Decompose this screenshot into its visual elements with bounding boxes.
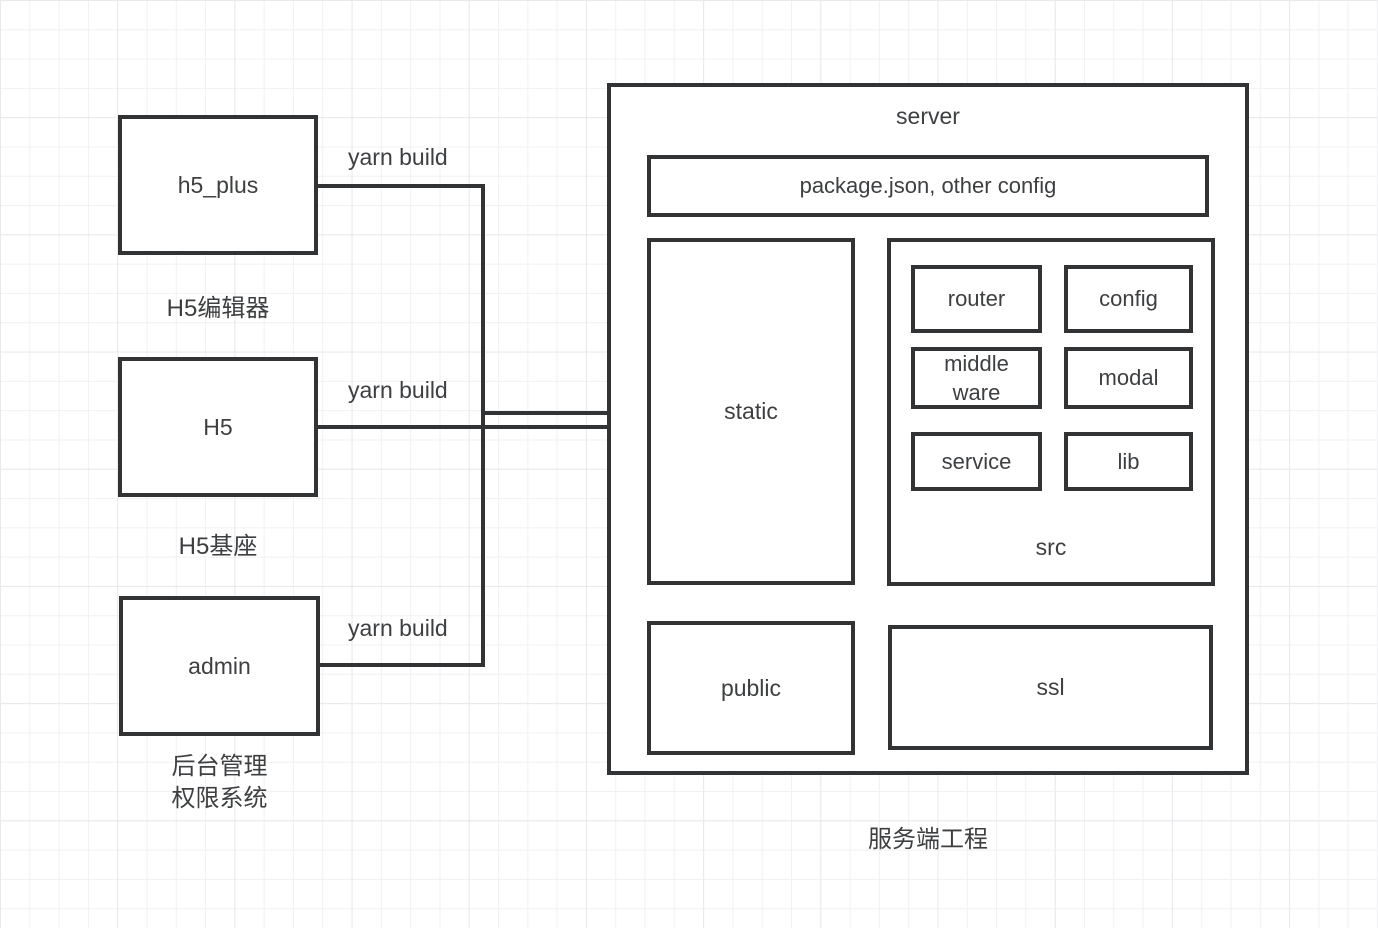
node-admin-caption-line2: 权限系统 bbox=[171, 785, 268, 812]
module-middleware-label: middle ware bbox=[944, 351, 1009, 405]
node-h5: H5 bbox=[118, 357, 318, 497]
edge-admin-horizontal bbox=[320, 663, 485, 667]
edge-label-h5-plus: yarn build bbox=[348, 144, 448, 170]
module-modal: modal bbox=[1064, 347, 1193, 409]
public-box: public bbox=[647, 621, 855, 755]
server-caption: 服务端工程 bbox=[868, 826, 988, 853]
public-label: public bbox=[720, 674, 782, 701]
node-admin-caption-line1: 后台管理 bbox=[171, 753, 268, 780]
module-service-label: service bbox=[941, 448, 1012, 474]
node-admin-label: admin bbox=[188, 652, 251, 679]
edge-branch-to-static bbox=[483, 411, 624, 415]
module-router: router bbox=[911, 265, 1042, 333]
node-h5-plus-label: h5_plus bbox=[177, 171, 259, 198]
module-middleware: middle ware bbox=[911, 347, 1042, 409]
node-h5-plus: h5_plus bbox=[118, 115, 318, 255]
module-modal-label: modal bbox=[1098, 365, 1159, 390]
config-bar-box: package.json, other config bbox=[647, 155, 1209, 217]
node-admin: admin bbox=[119, 596, 320, 736]
src-label: src bbox=[1035, 534, 1067, 560]
edge-label-admin: yarn build bbox=[348, 615, 448, 641]
edge-label-h5: yarn build bbox=[348, 377, 448, 403]
ssl-box: ssl bbox=[888, 625, 1213, 750]
module-lib-label: lib bbox=[1117, 448, 1140, 474]
node-h5-caption: H5基座 bbox=[178, 533, 258, 560]
ssl-label: ssl bbox=[1036, 674, 1065, 700]
config-bar-label: package.json, other config bbox=[799, 173, 1057, 198]
node-h5-plus-caption: H5编辑器 bbox=[166, 295, 270, 322]
module-config: config bbox=[1064, 265, 1193, 333]
server-title: server bbox=[896, 103, 960, 129]
node-h5-label: H5 bbox=[203, 413, 233, 440]
module-router-label: router bbox=[947, 286, 1006, 311]
edge-h5-to-static bbox=[318, 425, 624, 429]
node-admin-caption: 后台管理 权限系统 bbox=[119, 751, 320, 815]
module-lib: lib bbox=[1064, 432, 1193, 491]
edge-h5-plus-horizontal bbox=[318, 184, 485, 188]
module-config-label: config bbox=[1099, 286, 1158, 311]
static-box: static bbox=[647, 238, 855, 585]
module-service: service bbox=[911, 432, 1042, 491]
static-label: static bbox=[724, 398, 778, 424]
